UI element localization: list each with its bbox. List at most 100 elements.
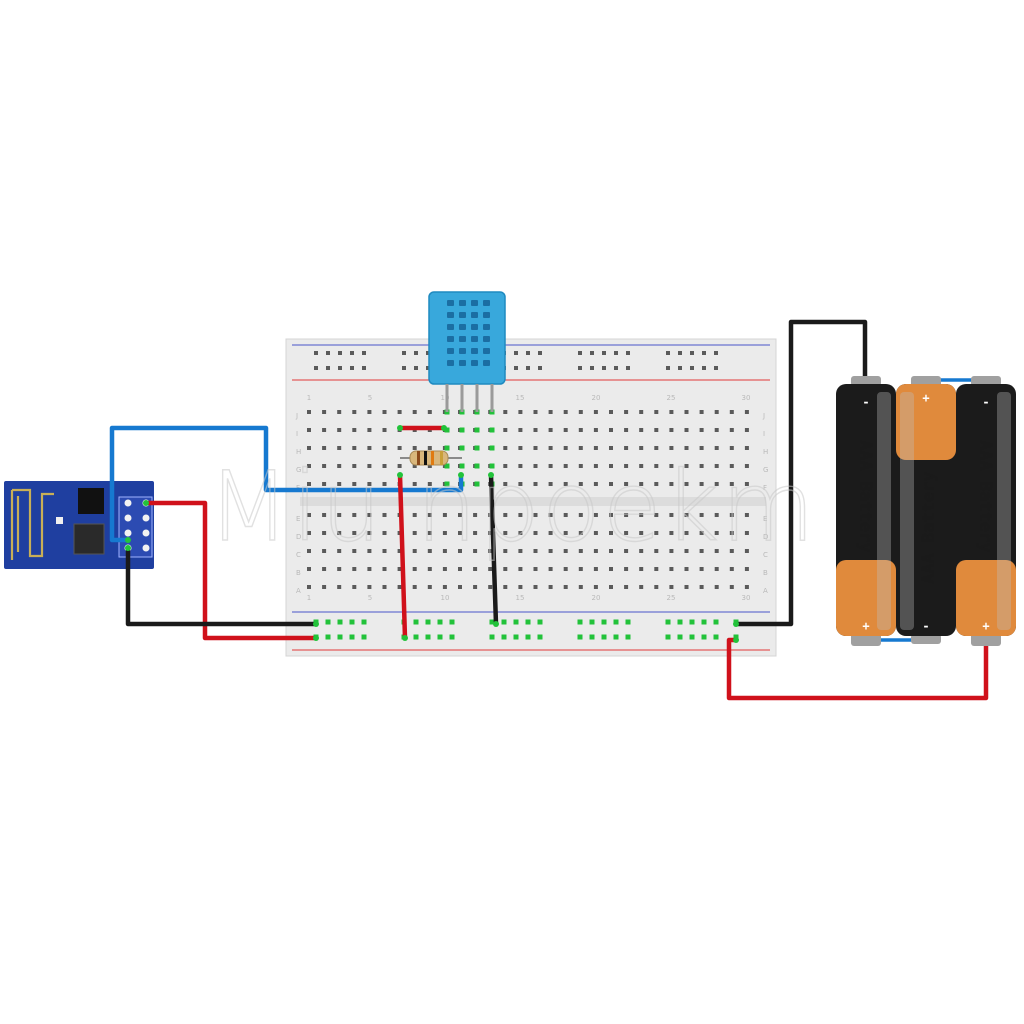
esp-pin (124, 499, 132, 507)
wire-endpoint (733, 621, 739, 627)
breadboard-hole (322, 464, 327, 468)
dht-vent (471, 324, 478, 330)
connected-hole (325, 619, 331, 625)
dht-vent (459, 336, 466, 342)
breadboard-hole (503, 428, 508, 432)
wire-endpoint (458, 472, 464, 478)
wire-endpoint (125, 537, 131, 543)
breadboard-channel (300, 497, 766, 506)
rail-hole (526, 366, 530, 370)
dht-vent (483, 336, 490, 342)
connected-hole (677, 634, 683, 640)
breadboard-hole (684, 513, 689, 517)
breadboard-hole (609, 531, 613, 535)
battery-3-plus: + (982, 619, 989, 633)
breadboard-hole (503, 482, 508, 486)
breadboard-hole (593, 585, 598, 589)
breadboard-hole (744, 585, 749, 589)
breadboard-hole (729, 531, 734, 535)
breadboard-hole (442, 549, 447, 553)
rail-hole (626, 351, 630, 355)
breadboard-hole (412, 549, 417, 553)
dht-vent (447, 324, 454, 330)
breadboard-hole (744, 549, 749, 553)
breadboard-hole (669, 567, 674, 571)
breadboard-hole (382, 549, 387, 553)
breadboard-hole (609, 410, 613, 414)
connected-hole (577, 634, 583, 640)
breadboard-hole (563, 567, 568, 571)
breadboard-hole (518, 482, 523, 486)
breadboard-hole (578, 464, 583, 468)
breadboard-hole (367, 410, 372, 414)
breadboard-hole (654, 567, 659, 571)
battery-3-terminal-top (971, 376, 1001, 386)
rail-hole (326, 366, 330, 370)
breadboard-hole (578, 531, 583, 535)
breadboard-hole (307, 567, 311, 571)
esp-antenna-trace (10, 488, 54, 560)
breadboard-hole (609, 482, 613, 486)
wire-endpoint (397, 472, 403, 478)
wire-black-battery-minus (733, 319, 868, 627)
breadboard-hole (548, 531, 553, 535)
breadboard-hole (699, 531, 704, 535)
breadboard-hole (397, 410, 402, 414)
rail-hole (402, 366, 406, 370)
breadboard-hole (548, 446, 553, 450)
col-label-bottom-30: 30 (742, 594, 751, 602)
breadboard-hole (337, 464, 342, 468)
connected-hole (513, 634, 519, 640)
connected-hole (413, 619, 419, 625)
connected-hole (361, 619, 367, 625)
breadboard-hole (322, 428, 327, 432)
connected-hole (325, 634, 331, 640)
breadboard-hole (609, 428, 613, 432)
breadboard-hole (654, 531, 659, 535)
connected-hole (501, 619, 507, 625)
dht-vent (483, 360, 490, 366)
breadboard-hole (593, 464, 598, 468)
breadboard-hole (729, 482, 734, 486)
connected-hole (474, 427, 480, 433)
breadboard-hole (548, 585, 553, 589)
breadboard-hole (352, 567, 357, 571)
connected-hole (459, 445, 465, 451)
row-label-right-j: J (762, 412, 765, 420)
rail-hole (690, 366, 694, 370)
breadboard-hole (533, 482, 538, 486)
row-label-left-i: I (296, 430, 298, 438)
breadboard-hole (352, 410, 357, 414)
breadboard-hole (669, 585, 674, 589)
dht-body (428, 291, 506, 385)
breadboard-hole (352, 428, 357, 432)
battery-1-label: AAA Battery (855, 440, 875, 553)
breadboard-hole (699, 410, 704, 414)
rail-hole (678, 366, 682, 370)
breadboard-hole (322, 513, 327, 517)
breadboard-hole (639, 482, 644, 486)
breadboard-hole (669, 428, 674, 432)
breadboard-hole (744, 513, 749, 517)
rail-hole (338, 351, 342, 355)
breadboard-hole (412, 585, 417, 589)
connected-hole (337, 619, 343, 625)
breadboard-hole (412, 464, 417, 468)
connected-hole (689, 634, 695, 640)
breadboard-hole (458, 585, 462, 589)
dht-vent (471, 300, 478, 306)
resistor-icon (400, 450, 462, 466)
row-label-right-f: F (763, 484, 767, 492)
row-label-left-e: E (296, 515, 300, 523)
dht-grille (447, 300, 490, 366)
rail-hole (590, 351, 594, 355)
breadboard-hole (684, 585, 689, 589)
connected-hole (413, 634, 419, 640)
breadboard-hole (427, 585, 432, 589)
breadboard-hole (639, 428, 644, 432)
resistor-band-2 (424, 451, 427, 465)
dht-vent (483, 300, 490, 306)
breadboard-hole (699, 567, 704, 571)
breadboard-hole (548, 549, 553, 553)
breadboard-hole (397, 567, 402, 571)
